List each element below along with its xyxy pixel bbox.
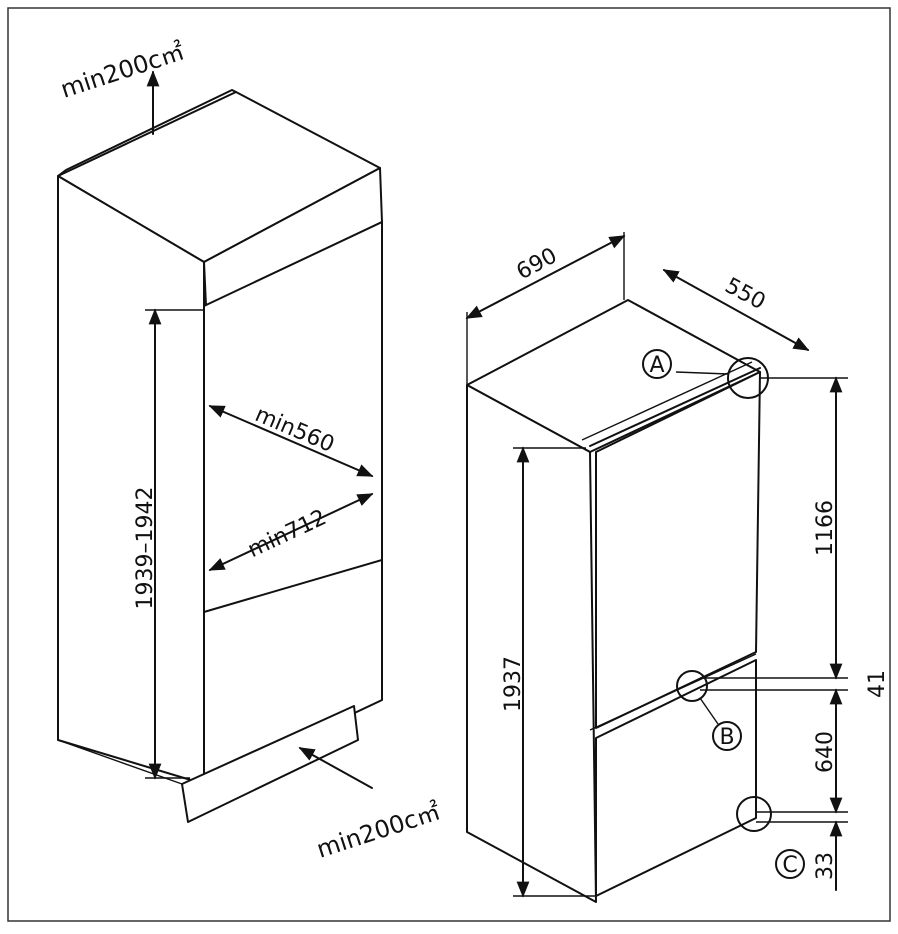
appliance-lower-door bbox=[595, 659, 757, 897]
niche-height-label: 1939–1942 bbox=[133, 487, 158, 610]
niche-width-dimension bbox=[208, 405, 374, 477]
appliance-depth-label: 550 bbox=[721, 273, 770, 315]
appliance-height-label: 1937 bbox=[501, 656, 526, 712]
cabinet-top-lip bbox=[57, 89, 237, 177]
vent-bottom-arrow bbox=[298, 747, 373, 789]
cabinet-plinth bbox=[181, 705, 359, 823]
vent-bottom-label: min200c㎡ bbox=[313, 797, 444, 863]
cabinet-niche bbox=[57, 89, 383, 823]
cabinet-side-panel bbox=[57, 175, 205, 785]
appliance-width-label: 690 bbox=[513, 243, 562, 285]
niche-depth-dimension bbox=[208, 493, 374, 571]
detail-a-circle bbox=[727, 357, 769, 399]
detail-a-leader bbox=[675, 371, 729, 375]
appliance-depth-dimension bbox=[662, 269, 810, 351]
cabinet-opening bbox=[203, 221, 383, 785]
diagram-frame bbox=[7, 7, 891, 922]
marker-c-label: C bbox=[782, 853, 797, 878]
appliance-hinge-rail bbox=[589, 367, 761, 447]
vent-top-label: min200c㎡ bbox=[57, 37, 188, 103]
appliance bbox=[466, 299, 761, 903]
appliance-side bbox=[466, 384, 597, 903]
appliance-hinge-rail-inner bbox=[581, 361, 753, 441]
detail-b-circle bbox=[676, 670, 708, 702]
marker-b-label: B bbox=[719, 725, 734, 750]
detail-b-leader bbox=[699, 697, 719, 725]
marker-a-circle bbox=[642, 349, 672, 379]
appliance-width-dimension bbox=[465, 235, 626, 319]
marker-a-label: A bbox=[649, 353, 664, 378]
upper-label: 1166 bbox=[813, 500, 838, 556]
detail-c-circle bbox=[736, 796, 772, 832]
appliance-upper-door bbox=[595, 371, 761, 729]
lower-label: 640 bbox=[813, 731, 838, 773]
marker-b-circle bbox=[712, 721, 742, 751]
bottom-label: 33 bbox=[813, 852, 838, 880]
appliance-door-gap bbox=[589, 653, 757, 731]
marker-c-circle bbox=[775, 849, 805, 879]
gap-label: 41 bbox=[865, 670, 890, 698]
